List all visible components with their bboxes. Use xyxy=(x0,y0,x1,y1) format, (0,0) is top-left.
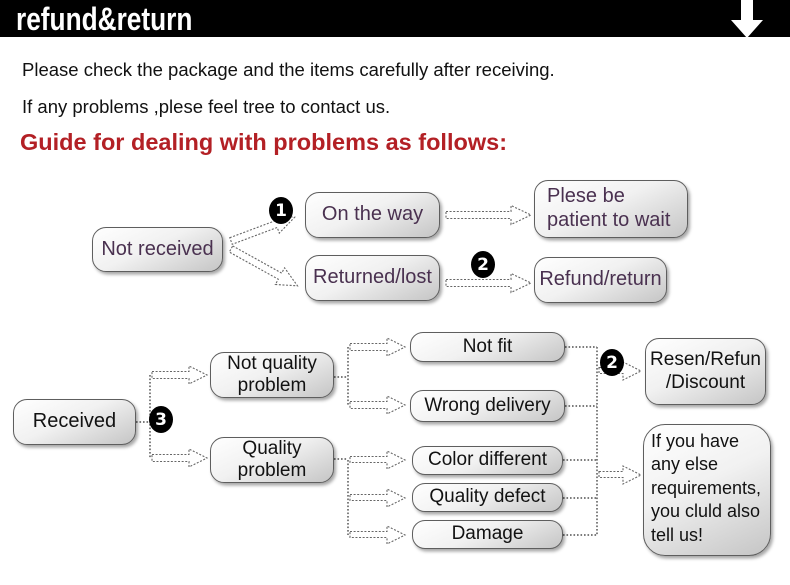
badge-step-1: 1 xyxy=(269,197,293,224)
arrow-to-note xyxy=(598,465,643,485)
node-quality-defect: Quality defect xyxy=(412,483,563,512)
node-wrong-delivery: Wrong delivery xyxy=(410,390,565,422)
arrow-to-quality xyxy=(151,448,209,468)
node-note: If you have any else requirements, you c… xyxy=(643,424,771,556)
node-damage: Damage xyxy=(412,520,563,549)
node-patient-wait: Plese be patient to wait xyxy=(534,180,688,238)
arrow-to-damage xyxy=(349,525,407,545)
header-bar: refund&return xyxy=(0,0,790,37)
node-not-received: Not received xyxy=(92,227,223,272)
arrow-to-not-quality xyxy=(151,365,209,385)
connector-received-split xyxy=(136,375,151,458)
arrow-to-refund-return xyxy=(445,272,533,294)
badge-step-3: 3 xyxy=(149,406,173,433)
connector-merge-right xyxy=(563,346,598,536)
intro-line-2: If any problems ,plese feel tree to cont… xyxy=(22,96,391,117)
node-refund-return: Refund/return xyxy=(534,257,667,303)
arrow-to-not-fit xyxy=(349,337,407,357)
connector-quality-split xyxy=(334,458,349,535)
arrow-to-wrong-delivery xyxy=(349,395,407,415)
page-title: refund&return xyxy=(16,1,193,37)
node-on-the-way: On the way xyxy=(305,192,440,238)
arrow-to-color-different xyxy=(349,450,407,470)
node-returned-lost: Returned/lost xyxy=(305,255,440,301)
node-quality-problem: Quality problem xyxy=(210,437,334,483)
node-not-fit: Not fit xyxy=(410,332,565,362)
connector-not-quality-split xyxy=(334,347,349,405)
down-arrow-icon xyxy=(731,0,763,38)
intro-line-1: Please check the package and the items c… xyxy=(22,59,555,80)
node-received: Received xyxy=(13,399,136,445)
arrow-to-quality-defect xyxy=(349,488,407,508)
arrow-to-returned-lost xyxy=(228,245,299,287)
node-not-quality-problem: Not quality problem xyxy=(210,352,334,398)
badge-step-2b: 2 xyxy=(600,349,624,376)
node-resolution: Resen/Refun /Discount xyxy=(645,338,766,405)
arrow-to-patient-wait xyxy=(445,204,533,226)
node-color-different: Color different xyxy=(412,446,563,475)
guide-heading: Guide for dealing with problems as follo… xyxy=(20,129,508,155)
badge-step-2: 2 xyxy=(471,251,495,278)
